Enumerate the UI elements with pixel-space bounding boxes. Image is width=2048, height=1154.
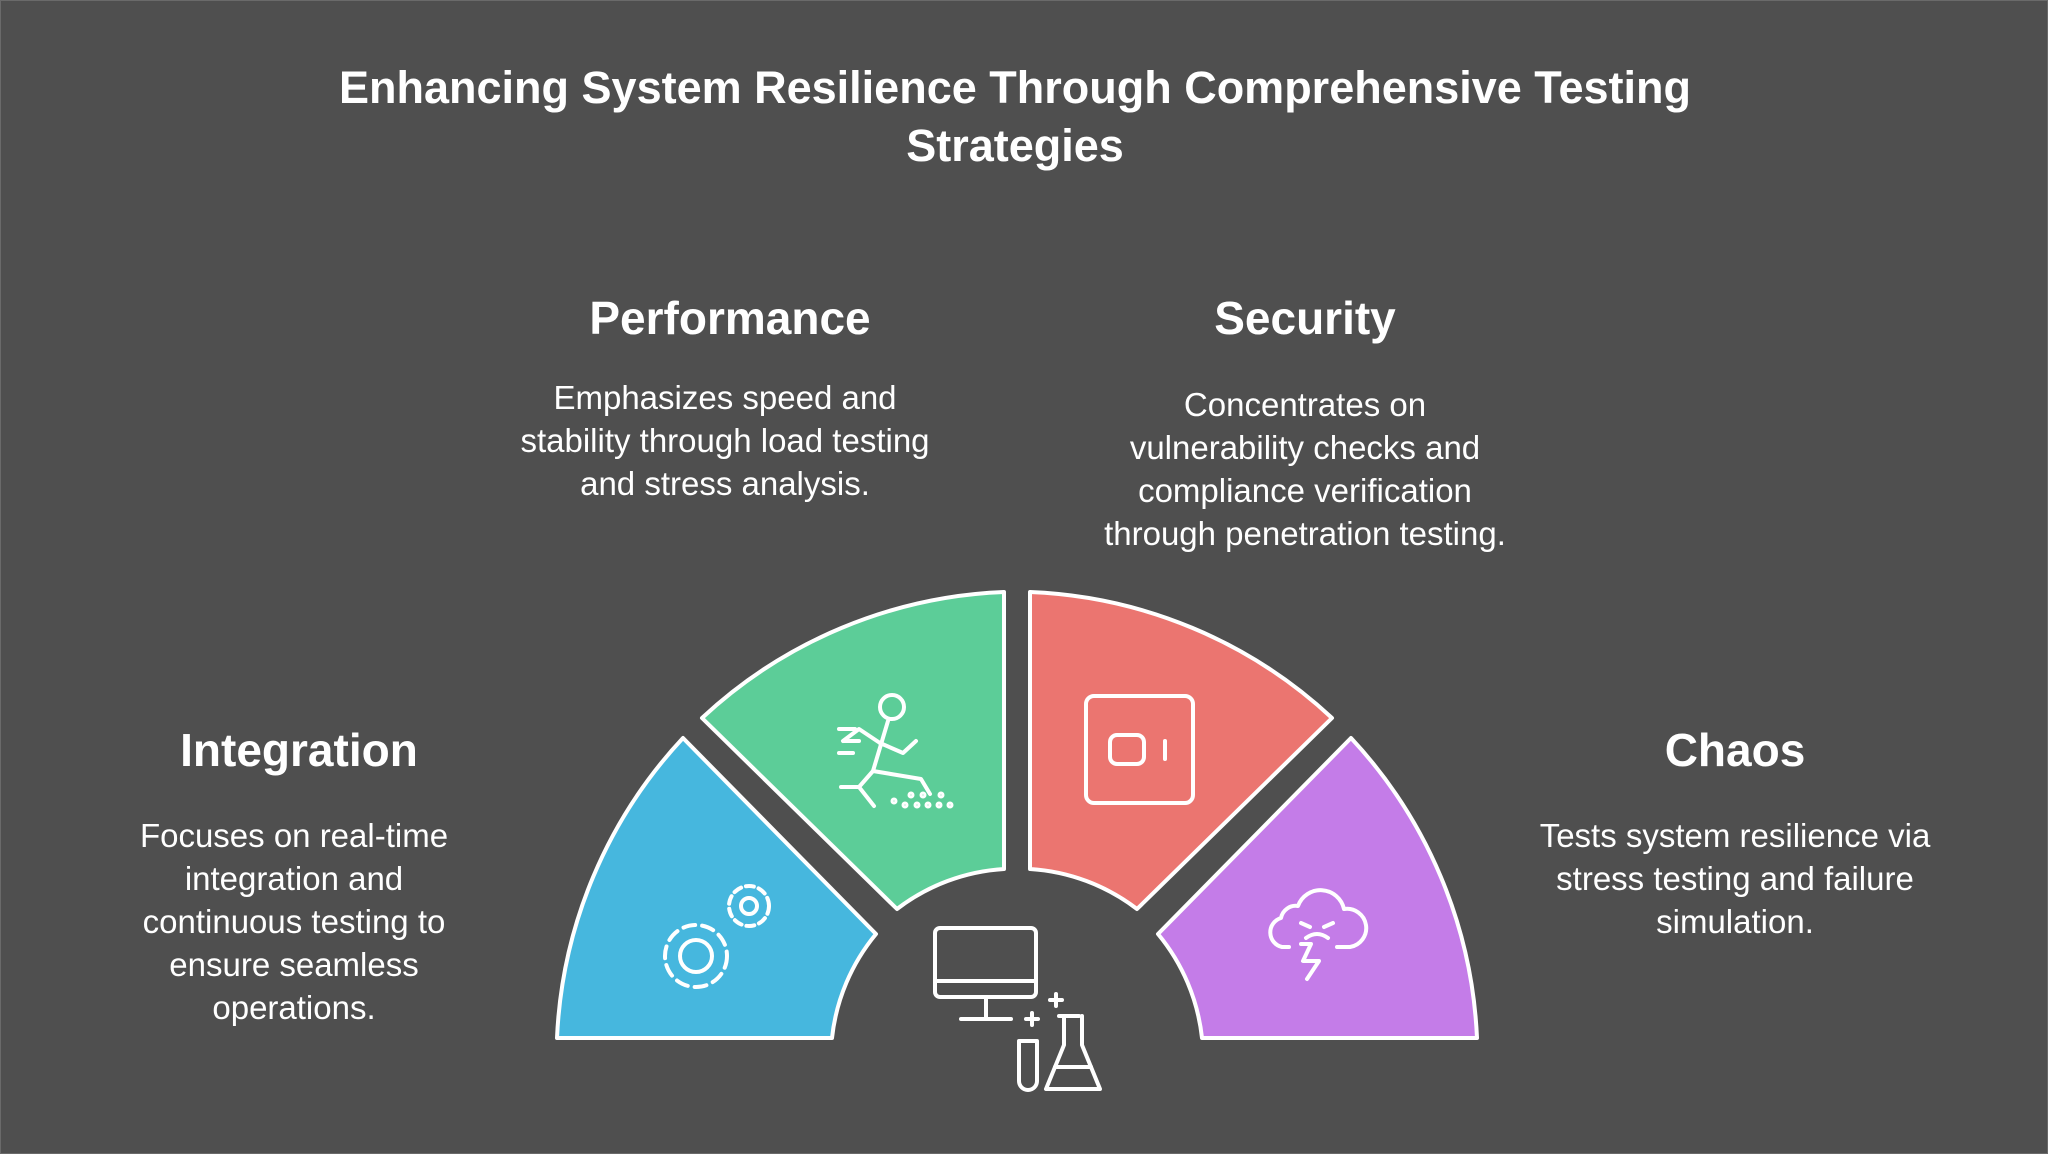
integration-description: Focuses on real-time integration and con… bbox=[139, 817, 449, 1026]
security-heading: Security bbox=[1214, 292, 1396, 344]
performance-description: Emphasizes speed and stability through l… bbox=[520, 379, 930, 502]
chaos-segment bbox=[1156, 736, 1479, 1040]
gears-icon bbox=[663, 884, 771, 989]
integration-heading: Integration bbox=[180, 724, 418, 776]
safe-icon bbox=[1084, 694, 1195, 805]
performance-heading: Performance bbox=[589, 292, 871, 344]
runner-icon bbox=[837, 693, 954, 809]
diagram-title: Enhancing System Resilience Through Comp… bbox=[339, 62, 1691, 171]
integration-segment bbox=[555, 736, 878, 1040]
chaos-description: Tests system resilience via stress testi… bbox=[1539, 817, 1931, 940]
angry-cloud-icon bbox=[1268, 888, 1369, 981]
computer-lab-icon bbox=[933, 926, 1102, 1092]
security-segment bbox=[1028, 590, 1334, 911]
performance-segment bbox=[700, 590, 1006, 911]
chaos-heading: Chaos bbox=[1664, 724, 1806, 776]
security-description: Concentrates on vulnerability checks and… bbox=[1104, 386, 1506, 552]
